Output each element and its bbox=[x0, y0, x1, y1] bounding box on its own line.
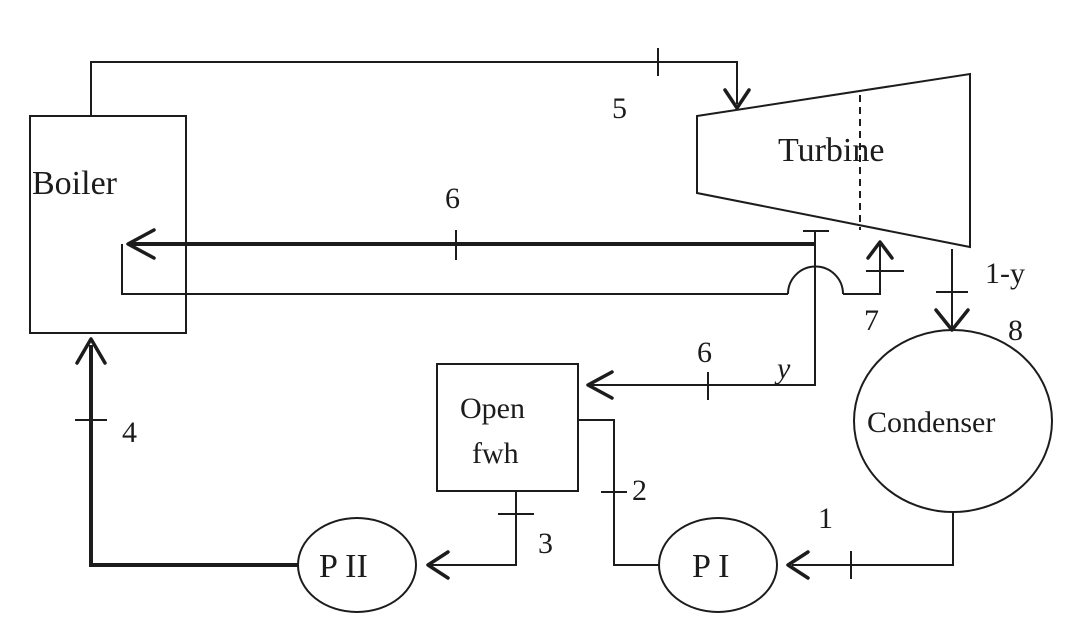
state-label-7: 7 bbox=[864, 304, 879, 337]
pump-1: P I bbox=[658, 517, 778, 613]
arrow-reheat-into-turbine bbox=[866, 240, 894, 260]
state-label-5: 5 bbox=[612, 92, 627, 125]
fraction-label-1-minus-y: 1-y bbox=[985, 257, 1025, 290]
arrow-reheat-into-boiler bbox=[126, 228, 156, 260]
arrow-into-pump-1 bbox=[786, 550, 810, 580]
open-fwh-label-line2: fwh bbox=[472, 437, 519, 470]
line-turbine-to-condenser: 1-y 8 bbox=[934, 249, 1025, 347]
state-label-3: 3 bbox=[538, 527, 553, 560]
condenser: Condenser bbox=[853, 329, 1053, 513]
line-state-5: 5 bbox=[90, 48, 751, 125]
state-label-2: 2 bbox=[632, 474, 647, 507]
arrow-into-pump-2 bbox=[426, 550, 450, 580]
state-label-8: 8 bbox=[1008, 314, 1023, 347]
turbine: Turbine bbox=[696, 72, 971, 249]
line-extraction-y: 6 y bbox=[586, 232, 816, 400]
boiler: Boiler bbox=[29, 115, 187, 334]
line-state-1: 1 bbox=[786, 502, 954, 580]
state-label-4: 4 bbox=[122, 416, 137, 449]
line-state-3: 3 bbox=[426, 491, 553, 580]
state-label-6-fwh: 6 bbox=[697, 336, 712, 369]
arrow-into-boiler bbox=[75, 337, 107, 365]
pump-2-label: P II bbox=[319, 548, 368, 585]
line-reheat-to-turbine: 7 bbox=[121, 240, 904, 337]
open-fwh: Open fwh bbox=[436, 363, 579, 492]
arrow-into-fwh bbox=[586, 370, 614, 400]
line-state-2: 2 bbox=[578, 419, 659, 566]
line-state-6-reheat: 6 bbox=[126, 182, 829, 260]
condenser-label: Condenser bbox=[867, 406, 995, 439]
turbine-label: Turbine bbox=[778, 132, 884, 169]
line-state-4: 4 bbox=[75, 337, 298, 567]
boiler-label: Boiler bbox=[32, 165, 118, 202]
state-label-6-top: 6 bbox=[445, 182, 460, 215]
open-fwh-label-line1: Open bbox=[460, 392, 525, 425]
arrow-turbine-inlet bbox=[723, 88, 751, 110]
state-label-1: 1 bbox=[818, 502, 833, 535]
pump-1-label: P I bbox=[692, 548, 729, 585]
fraction-label-y: y bbox=[774, 352, 791, 385]
pump-2: P II bbox=[297, 517, 417, 613]
